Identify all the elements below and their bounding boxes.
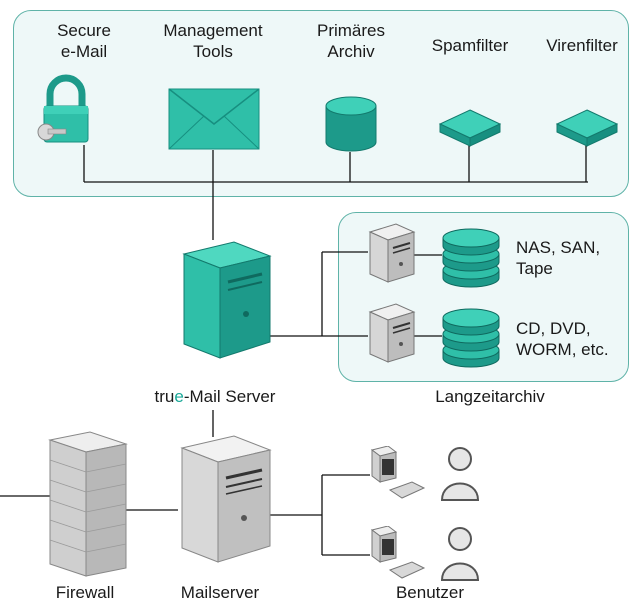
workstation-icon-1 <box>370 446 426 499</box>
primary-archive-disk-icon <box>325 96 377 152</box>
server-label-suffix: -Mail Server <box>183 387 276 406</box>
archive-server-nas-icon <box>368 223 416 283</box>
firewall-icon <box>48 431 128 577</box>
true-mail-server-icon <box>182 241 272 359</box>
benutzer-label: Benutzer <box>395 583 465 602</box>
envelope-icon <box>168 88 260 150</box>
mailserver-label: Mailserver <box>180 583 260 602</box>
spamfilter-label: Spamfilter <box>431 36 509 55</box>
lock-icon <box>37 74 89 143</box>
tools-panel <box>13 10 629 197</box>
server-label-highlight: e <box>174 387 184 406</box>
primary-archive-label: Primäres Archiv <box>316 21 385 61</box>
server-label-prefix: tru <box>154 387 175 406</box>
true-mail-server-label: true-Mail Server <box>130 386 300 407</box>
secure-email-label: Secure e-Mail <box>57 21 111 61</box>
langzeitarchiv-label: Langzeitarchiv <box>435 387 545 406</box>
virenfilter-label: Virenfilter <box>546 36 618 55</box>
archive-server-cd-icon <box>368 303 416 363</box>
storage-stack-cd-icon <box>442 308 500 368</box>
workstation-icon-2 <box>370 526 426 579</box>
user-avatar-icon-2 <box>440 527 480 581</box>
nas-san-tape-label: NAS, SAN, Tape <box>516 238 601 278</box>
virenfilter-icon <box>555 109 619 147</box>
management-tools-label: Management Tools <box>163 21 263 61</box>
spamfilter-icon <box>438 109 502 147</box>
user-avatar-icon-1 <box>440 447 480 501</box>
firewall-label: Firewall <box>55 583 115 602</box>
cd-dvd-worm-label: CD, DVD, WORM, etc. <box>516 319 609 359</box>
storage-stack-nas-icon <box>442 228 500 288</box>
mailserver-icon <box>180 435 272 563</box>
